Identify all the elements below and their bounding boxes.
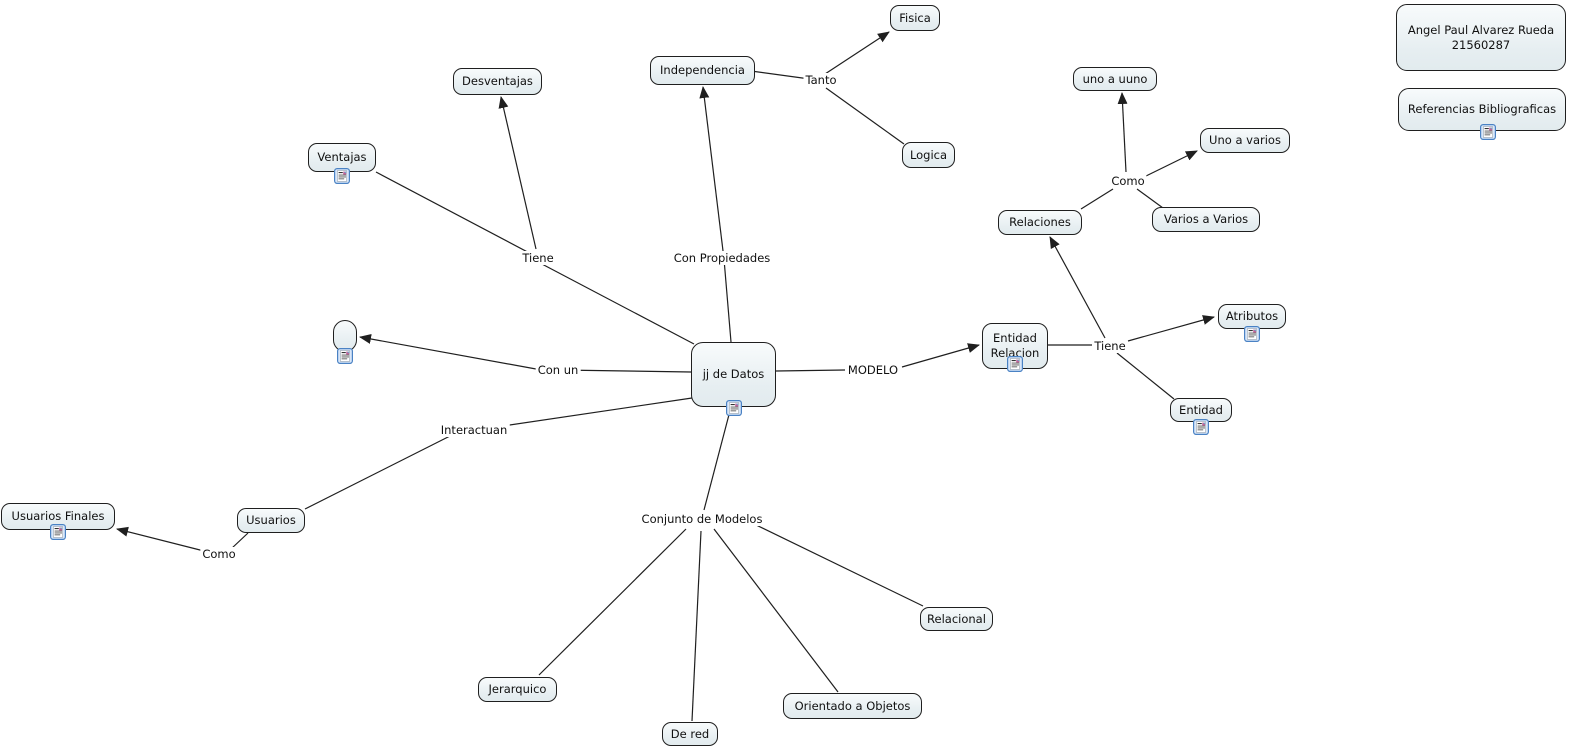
resource-icon-jj-de-datos[interactable] — [726, 400, 742, 416]
node-de-red[interactable]: De red — [662, 722, 718, 746]
link-label-modelo[interactable]: MODELO — [845, 363, 901, 377]
link-label-con-propiedades[interactable]: Con Propiedades — [671, 251, 773, 265]
edge-4 — [825, 87, 905, 145]
link-label-como-right[interactable]: Como — [1109, 174, 1147, 188]
node-jj-de-datos[interactable]: jj de Datos — [691, 342, 776, 407]
edge-14 — [703, 406, 732, 511]
edge-12 — [230, 532, 249, 550]
link-label-tiene-right[interactable]: Tiene — [1092, 339, 1128, 353]
edge-24 — [1116, 352, 1175, 400]
node-fisica[interactable]: Fisica — [890, 5, 940, 31]
node-uno-a-uuno[interactable]: uno a uuno — [1073, 67, 1157, 91]
node-jerarquico[interactable]: Jerarquico — [478, 677, 557, 702]
node-referencias-bibliograficas[interactable]: Referencias Bibliograficas — [1398, 88, 1566, 131]
edge-22 — [1049, 236, 1106, 339]
edge-28 — [1136, 188, 1164, 209]
edge-13 — [116, 526, 205, 552]
link-label-tanto[interactable]: Tanto — [803, 73, 839, 87]
edge-3 — [824, 31, 890, 75]
edge-5 — [375, 171, 538, 258]
edge-17 — [713, 528, 839, 693]
edge-27 — [1145, 150, 1198, 177]
edge-15 — [538, 528, 687, 676]
link-label-como-left[interactable]: Como — [200, 547, 238, 561]
resource-icon-entidad-relacion[interactable] — [1007, 356, 1023, 372]
node-ventajas[interactable]: Ventajas — [308, 143, 376, 172]
node-usuarios[interactable]: Usuarios — [237, 508, 305, 533]
edge-0 — [723, 258, 732, 343]
link-label-interactuan[interactable]: Interactuan — [438, 423, 510, 437]
edge-10 — [475, 397, 693, 431]
resource-icon-usuarios-finales[interactable] — [50, 524, 66, 540]
link-label-con-un[interactable]: Con un — [535, 363, 581, 377]
resource-icon-empty-concept[interactable] — [337, 348, 353, 364]
resource-icon-atributos[interactable] — [1244, 326, 1260, 342]
node-author-box[interactable]: Angel Paul Alvarez Rueda 21560287 — [1396, 4, 1566, 71]
edge-23 — [1127, 315, 1215, 342]
edge-20 — [901, 343, 980, 368]
edge-1 — [699, 86, 725, 260]
edge-18 — [751, 522, 924, 607]
edge-9 — [359, 334, 537, 370]
resource-icon-entidad[interactable] — [1193, 419, 1209, 435]
link-label-tiene-left[interactable]: Tiene — [520, 251, 556, 265]
edge-26 — [1117, 92, 1128, 173]
node-orientado-a-objetos[interactable]: Orientado a Objetos — [783, 693, 922, 719]
edge-11 — [304, 435, 451, 510]
edge-19 — [775, 369, 846, 372]
node-varios-a-varios[interactable]: Varios a Varios — [1152, 207, 1260, 232]
resource-icon-referencias-bibliograficas[interactable] — [1480, 124, 1496, 140]
edge-6 — [539, 262, 695, 345]
node-desventajas[interactable]: Desventajas — [453, 68, 542, 95]
resource-icon-ventajas[interactable] — [334, 168, 350, 184]
node-uno-a-varios[interactable]: Uno a varios — [1200, 128, 1290, 153]
node-relacional[interactable]: Relacional — [920, 607, 993, 631]
node-empty-concept[interactable] — [333, 320, 357, 352]
edge-16 — [691, 530, 702, 722]
node-logica[interactable]: Logica — [902, 142, 955, 168]
node-independencia[interactable]: Independencia — [650, 56, 755, 85]
edge-7 — [498, 96, 537, 250]
edge-8 — [559, 369, 692, 373]
link-label-conjunto-de-modelos[interactable]: Conjunto de Modelos — [639, 512, 765, 526]
node-entidad[interactable]: Entidad — [1170, 398, 1232, 422]
edge-25 — [1080, 188, 1114, 210]
node-relaciones[interactable]: Relaciones — [998, 210, 1082, 235]
